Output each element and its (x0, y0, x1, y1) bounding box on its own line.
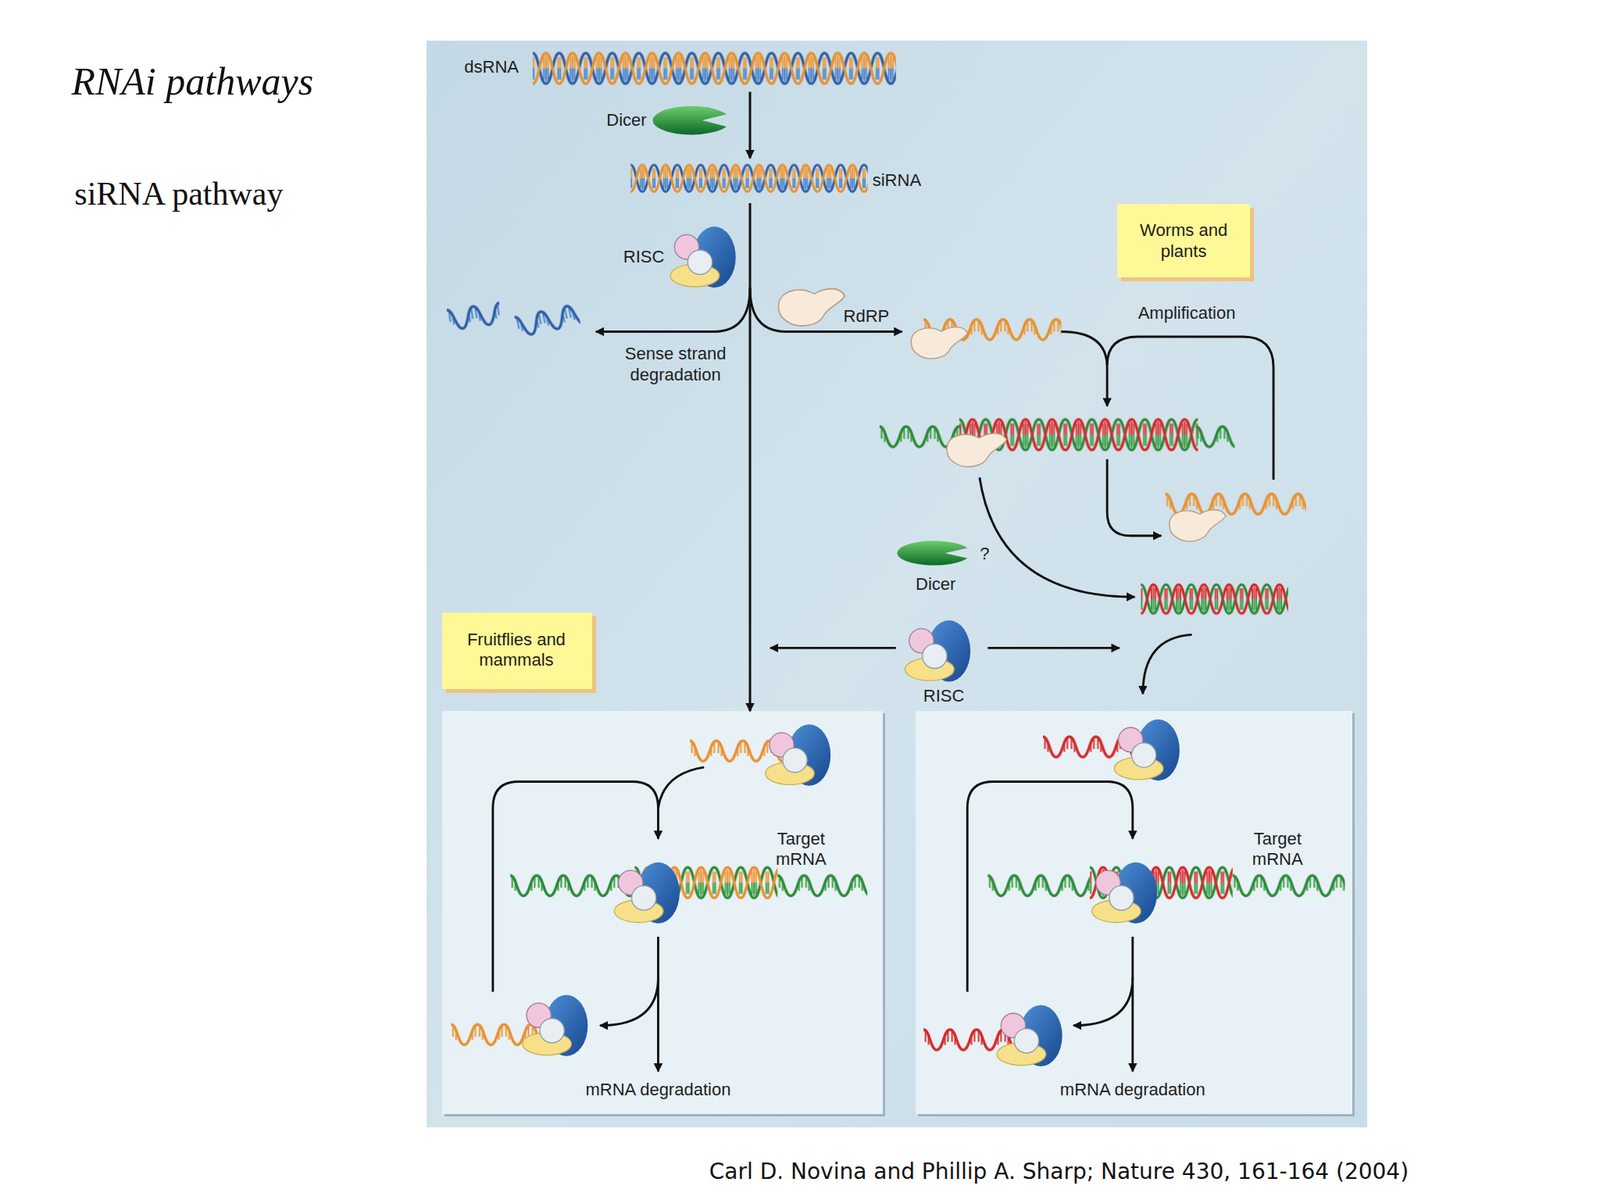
risc-complex (765, 724, 832, 786)
secondary-sirna (1140, 580, 1289, 618)
flow-arrow (600, 977, 658, 1025)
strand-body (923, 313, 1061, 344)
guide-strand (450, 1018, 558, 1050)
risc-complex (905, 620, 972, 682)
guide-strand (923, 1023, 1026, 1054)
rdrp-enzyme (1169, 509, 1226, 541)
dsrna-molecule: dsRNA (460, 44, 900, 92)
risc-complex (1114, 719, 1180, 781)
strand-body (879, 420, 961, 451)
node-label: dsRNA (464, 57, 546, 78)
target-strand (1196, 420, 1236, 451)
node-label: mRNA degradation (556, 1079, 761, 1100)
flow-arrow (657, 936, 660, 1072)
guide-strand (689, 734, 803, 765)
risc-complex (1092, 862, 1158, 924)
strand-body (987, 869, 1090, 900)
subtitle: siRNA pathway (74, 174, 483, 214)
helix-body (532, 49, 897, 89)
target-strand (510, 869, 635, 900)
strand-body (1042, 730, 1140, 761)
strand-body (777, 869, 868, 900)
dicer-enzyme (652, 106, 726, 136)
silencing-panel: Target mRNA mRNA degradation (442, 710, 883, 1115)
guide-strand (923, 313, 1061, 344)
flow-arrow (1107, 459, 1161, 536)
flow-arrow (1131, 936, 1134, 1072)
enzyme-label: RdRP (835, 306, 897, 327)
amplification-arrow (1060, 331, 1108, 406)
rdrp-enzyme (910, 327, 968, 359)
flow-arrow (749, 203, 752, 711)
branch-arrow (750, 287, 903, 332)
figure-panel (426, 40, 1368, 1128)
node-label: mRNA degradation (1030, 1079, 1235, 1100)
organism-note: Worms and plants (1117, 203, 1250, 278)
organism-note: Fruitflies and mammals (442, 612, 593, 690)
amplification-loop (1107, 336, 1274, 480)
dsrna-helix (959, 415, 1199, 455)
target-strand (777, 869, 868, 900)
bound-helix (1089, 863, 1233, 903)
flow-arrow (979, 477, 1136, 597)
dsrna-helix (532, 49, 897, 89)
sense-fragment (446, 296, 504, 335)
target-strand (879, 420, 961, 451)
helix-body (1140, 580, 1289, 618)
dicer-enzyme (896, 540, 968, 565)
silencing-panel: Target mRNA mRNA degradation (915, 710, 1353, 1115)
strand-body (446, 296, 504, 335)
complex-label: RISC (613, 246, 675, 268)
helix-body (630, 160, 868, 196)
strand-body (1165, 487, 1307, 518)
strand-body (1196, 420, 1236, 451)
guide-strand (1042, 730, 1140, 761)
node-label: siRNA (872, 170, 954, 191)
branch-arrow (596, 287, 750, 332)
recycle-arrow (492, 781, 659, 992)
helix-body (1089, 863, 1233, 903)
risc-complex (614, 862, 680, 924)
strand-body (450, 1018, 558, 1050)
node-label: Target mRNA (1237, 828, 1318, 870)
sense-fragment (513, 298, 582, 342)
risc-complex (522, 994, 589, 1056)
enzyme-label: Dicer (905, 574, 967, 595)
node-label: Fruitflies and mammals (452, 629, 580, 672)
target-strand (1232, 869, 1346, 900)
guide-strand (1165, 487, 1307, 518)
risc-complex (996, 1005, 1063, 1067)
recycle-line (657, 767, 704, 808)
node-label: Worms and plants (1130, 220, 1238, 262)
bound-helix (634, 863, 778, 903)
question-mark: ? (974, 543, 995, 565)
helix-body (634, 863, 778, 903)
sirna-molecule: siRNA (624, 157, 931, 203)
flow-arrow (987, 646, 1119, 650)
flow-arrow (1073, 977, 1133, 1025)
flow-arrow (770, 646, 897, 650)
strand-body (510, 869, 635, 900)
sirna-helix (630, 160, 868, 196)
risc-complex (670, 226, 736, 288)
strand-body (923, 1023, 1026, 1054)
step-label: Sense strand degradation (614, 343, 737, 386)
strand-body (513, 298, 582, 342)
helix-body (959, 415, 1199, 455)
rdrp-enzyme (946, 433, 1007, 468)
recycle-arrow (967, 781, 1133, 992)
figure-title: RNAi pathways (71, 58, 314, 104)
flow-arrow (1142, 634, 1193, 694)
edge-label: Dicer (590, 110, 662, 131)
strand-body (1232, 869, 1346, 900)
complex-label: RISC (913, 685, 975, 707)
strand-body (689, 734, 803, 765)
rdrp-enzyme (778, 289, 846, 326)
step-label: Amplification (1115, 303, 1259, 324)
citation-caption: Carl D. Novina and Phillip A. Sharp; Nat… (709, 1158, 1409, 1185)
flow-arrow (749, 92, 752, 159)
target-strand (987, 869, 1090, 900)
node-label: Target mRNA (760, 828, 841, 870)
